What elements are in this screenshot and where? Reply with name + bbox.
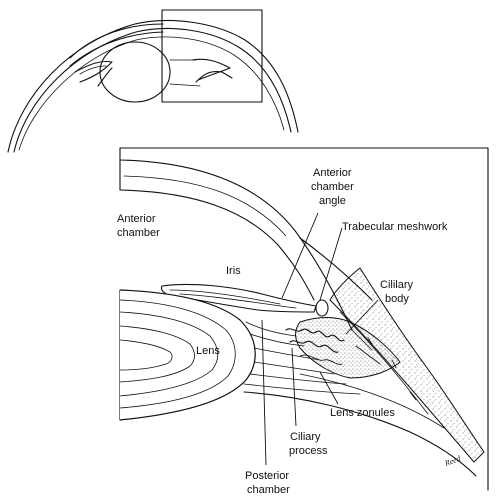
- label-iris: Iris: [226, 265, 241, 277]
- trabecular-structure: [315, 299, 329, 317]
- label-anterior-chamber-2: chamber: [117, 227, 160, 239]
- label-ciliary-body-1: Cililary: [380, 279, 414, 291]
- label-anterior-chamber-1: Anterior: [117, 213, 156, 225]
- label-ciliary-body-2: body: [385, 293, 409, 305]
- label-anterior-chamber-angle-2: chamber: [311, 181, 354, 193]
- labels: Anterior chamber angle Anterior chamber …: [117, 167, 463, 496]
- lens: [119, 289, 256, 421]
- label-ciliary-process-1: Ciliary: [290, 431, 321, 443]
- label-ciliary-process-2: process: [289, 445, 328, 457]
- detail-view: [119, 147, 489, 491]
- leader-lines: [261, 212, 379, 466]
- label-lens-zonules: Lens zonules: [330, 407, 395, 419]
- label-posterior-chamber-1: Posterior: [245, 470, 289, 482]
- label-lens: Lens: [196, 345, 220, 357]
- detail-frame: [119, 147, 489, 491]
- label-anterior-chamber-angle-3: angle: [319, 195, 346, 207]
- label-trabecular-meshwork: Trabecular meshwork: [342, 221, 448, 233]
- illustrator-signature: Reed: [443, 454, 463, 469]
- label-posterior-chamber-2: chamber: [247, 484, 290, 496]
- overview-eye: [7, 9, 299, 153]
- sclera-band: [329, 267, 485, 463]
- label-anterior-chamber-angle-1: Anterior: [313, 167, 352, 179]
